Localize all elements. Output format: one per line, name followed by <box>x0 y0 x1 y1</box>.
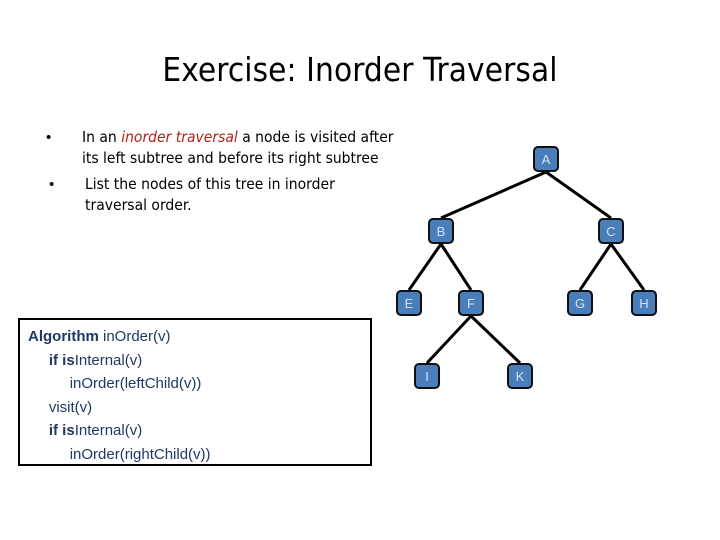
code-text: Internal(v) <box>74 351 143 369</box>
tree-node-a[interactable]: A <box>533 146 559 172</box>
code-line: inOrder(leftChild(v)) <box>28 372 370 396</box>
tree-edge <box>578 243 613 291</box>
tree-node-label: A <box>541 151 551 167</box>
tree-node-label: B <box>436 223 446 239</box>
tree-edge <box>469 314 522 365</box>
tree-node-c[interactable]: C <box>598 218 624 244</box>
code-line: inOrder(rightChild(v)) <box>28 443 370 467</box>
bullet-marker: • <box>46 129 52 146</box>
algorithm-pseudocode-box: Algorithm inOrder(v) if isInternal(v) in… <box>18 318 372 466</box>
code-keyword: if is <box>48 351 75 369</box>
code-line: if isInternal(v) <box>28 419 370 443</box>
tree-node-e[interactable]: E <box>396 290 422 316</box>
tree-node-label: G <box>574 295 586 311</box>
list-item: • List the nodes of this tree in inorder… <box>46 174 396 216</box>
tree-node-g[interactable]: G <box>567 290 593 316</box>
tree-node-h[interactable]: H <box>631 290 657 316</box>
bullet-marker: • <box>49 176 55 193</box>
code-line: visit(v) <box>28 396 370 420</box>
tree-node-label: I <box>425 368 429 384</box>
bullet-text: List the nodes of this tree in inorder t… <box>85 174 396 216</box>
code-text: Internal(v) <box>74 422 143 439</box>
page-title: Exercise: Inorder Traversal <box>162 50 558 89</box>
code-text: inOrder(leftChild(v)) <box>69 375 202 392</box>
bullet-text-emphasis: inorder traversal <box>121 128 238 146</box>
code-text: inOrder(v) <box>103 328 171 345</box>
code-keyword: if is <box>48 422 75 439</box>
code-keyword: Algorithm <box>28 328 103 345</box>
tree-edge <box>609 243 646 291</box>
tree-node-label: E <box>404 295 414 311</box>
tree-node-label: F <box>467 295 475 311</box>
tree-edge <box>425 314 473 365</box>
bullet-text-prefix: In an <box>82 128 122 146</box>
tree-edge <box>440 170 547 220</box>
code-line: Algorithm inOrder(v) <box>28 325 370 349</box>
code-line: if isInternal(v) <box>28 349 370 373</box>
tree-node-label: H <box>639 295 649 311</box>
code-text: inOrder(rightChild(v)) <box>69 445 211 463</box>
tree-node-label: C <box>606 223 616 239</box>
tree-node-f[interactable]: F <box>458 290 484 316</box>
tree-node-i[interactable]: I <box>414 363 440 389</box>
tree-node-label: K <box>515 368 525 384</box>
algorithm-code: Algorithm inOrder(v) if isInternal(v) in… <box>20 320 370 466</box>
tree-edge <box>407 243 443 291</box>
bullet-text-suffix: List the nodes of this tree in inorder t… <box>85 175 335 214</box>
code-text: visit(v) <box>48 398 93 416</box>
list-item: • In an inorder traversal a node is visi… <box>46 127 396 169</box>
bullet-text-suffix: a node is visited after its left subtree… <box>82 128 394 167</box>
bullet-list: • In an inorder traversal a node is visi… <box>46 127 396 216</box>
bullet-text: In an inorder traversal a node is visite… <box>82 127 396 169</box>
tree-node-b[interactable]: B <box>428 218 454 244</box>
tree-edge <box>439 243 473 291</box>
tree-node-k[interactable]: K <box>507 363 533 389</box>
tree-edge <box>545 170 612 220</box>
